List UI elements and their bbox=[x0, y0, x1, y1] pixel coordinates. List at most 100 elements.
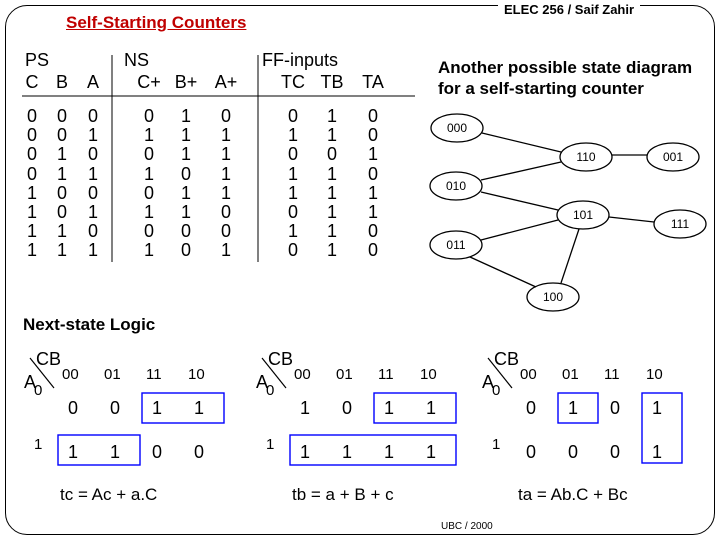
next-state-logic-label: Next-state Logic bbox=[23, 315, 156, 334]
table-cell: 0 bbox=[180, 221, 192, 242]
edge-100-101 bbox=[560, 228, 580, 284]
kmap-cell: 1 bbox=[652, 442, 663, 462]
table-cell: 1 bbox=[143, 163, 155, 184]
kmap-col-header: 01 bbox=[104, 366, 121, 383]
kmap-group-box bbox=[57, 434, 141, 466]
kmap-corner-cb: CB bbox=[36, 349, 62, 369]
table-cell: 0 bbox=[26, 144, 38, 165]
kmap-cell: 0 bbox=[194, 442, 205, 462]
table-cell: 1 bbox=[287, 163, 299, 184]
table-cell: 1 bbox=[56, 221, 68, 242]
column-header: TC bbox=[281, 72, 305, 92]
kmap-cell: 1 bbox=[342, 442, 353, 462]
table-cell: 1 bbox=[143, 125, 155, 146]
table-cell: 1 bbox=[220, 182, 232, 203]
table-cell: 1 bbox=[26, 182, 38, 203]
table-cell: 1 bbox=[287, 125, 299, 146]
kmap-cell: 1 bbox=[194, 398, 205, 418]
state-node-110 bbox=[559, 142, 613, 172]
ns-header: NS bbox=[124, 50, 150, 70]
kmap-corner-cb: CB bbox=[494, 349, 520, 369]
kmap-col-header: 11 bbox=[146, 366, 162, 383]
table-cell: 1 bbox=[220, 240, 232, 261]
table-cell: 1 bbox=[326, 125, 338, 146]
kmap-col-header: 01 bbox=[336, 366, 353, 383]
table-cell: 1 bbox=[180, 144, 192, 165]
table-cell: 1 bbox=[143, 202, 155, 222]
kmap-cell: 1 bbox=[300, 442, 311, 462]
kmap-group-box bbox=[289, 434, 457, 466]
kmap-equation: ta = Ab.C + Bc bbox=[518, 485, 628, 504]
diagram-title-line2: for a self-starting counter bbox=[438, 79, 644, 98]
table-cell: 0 bbox=[180, 163, 192, 184]
table-cell: 1 bbox=[180, 202, 192, 222]
kmap-corner-cb: CB bbox=[268, 349, 294, 369]
table-cell: 0 bbox=[26, 163, 38, 184]
table-cell: 0 bbox=[220, 221, 232, 242]
table-cell: 0 bbox=[287, 106, 299, 126]
kmap-col-header: 01 bbox=[562, 366, 579, 383]
table-cell: 1 bbox=[56, 163, 68, 184]
table-cell: 0 bbox=[367, 125, 379, 146]
kmap-group-box bbox=[557, 392, 599, 424]
kmap-group-box bbox=[641, 392, 683, 464]
table-cell: 0 bbox=[180, 240, 192, 261]
table-cell: 1 bbox=[180, 125, 192, 146]
kmap-row-label: 1 bbox=[266, 436, 275, 453]
table-cell: 1 bbox=[180, 182, 192, 203]
column-header: C+ bbox=[137, 72, 161, 92]
state-node-000 bbox=[430, 113, 484, 143]
table-cell: 0 bbox=[87, 221, 99, 242]
kmap-corner-diagonal bbox=[261, 357, 287, 389]
kmap-row-label: 1 bbox=[34, 436, 43, 453]
table-cell: 0 bbox=[220, 106, 232, 126]
table-cell: 1 bbox=[220, 163, 232, 184]
table-cell: 0 bbox=[287, 240, 299, 261]
table-cell: 0 bbox=[87, 144, 99, 165]
kmap-cell: 0 bbox=[110, 398, 121, 418]
diagram-title: Another possible state diagram for a sel… bbox=[438, 57, 692, 99]
kmap-cell: 0 bbox=[526, 442, 537, 462]
kmap-col-header: 10 bbox=[646, 366, 663, 383]
table-cell: 1 bbox=[56, 144, 68, 165]
footer-label: UBC / 2000 bbox=[441, 521, 493, 532]
table-cell: 0 bbox=[367, 106, 379, 126]
table-cell: 1 bbox=[180, 106, 192, 126]
kmap-cell: 1 bbox=[384, 398, 395, 418]
kmap-cell: 1 bbox=[568, 398, 579, 418]
ff-inputs-header: FF-inputs bbox=[262, 50, 339, 70]
table-cell: 0 bbox=[143, 221, 155, 242]
table-cell: 0 bbox=[56, 125, 68, 146]
edge-111-101 bbox=[608, 216, 655, 223]
table-cell: 0 bbox=[87, 182, 99, 203]
column-header: B+ bbox=[174, 72, 198, 92]
kmap-corner-diagonal bbox=[487, 357, 513, 389]
table-cell: 0 bbox=[143, 182, 155, 203]
state-label: 000 bbox=[447, 121, 467, 135]
table-cell: 1 bbox=[87, 240, 99, 261]
table-cell: 0 bbox=[26, 125, 38, 146]
kmap-corner-a: A bbox=[24, 372, 37, 392]
column-header: A bbox=[86, 72, 100, 92]
diagram-title-line1: Another possible state diagram bbox=[438, 58, 693, 77]
table-cell: 1 bbox=[220, 144, 232, 165]
slide-frame bbox=[5, 5, 715, 535]
table-cell: 1 bbox=[26, 202, 38, 222]
table-cell: 0 bbox=[287, 144, 299, 165]
state-label: 101 bbox=[573, 208, 593, 222]
course-label: ELEC 256 / Saif Zahir bbox=[498, 2, 641, 17]
state-node-100 bbox=[526, 282, 580, 312]
kmap-col-header: 10 bbox=[188, 366, 205, 383]
kmap-equation: tc = Ac + a.C bbox=[60, 485, 158, 504]
table-cell: 1 bbox=[367, 144, 379, 165]
kmap-cell: 0 bbox=[526, 398, 537, 418]
kmap-cell: 1 bbox=[426, 398, 437, 418]
state-label: 010 bbox=[446, 179, 466, 193]
column-header: B bbox=[55, 72, 69, 92]
table-cell: 1 bbox=[326, 182, 338, 203]
table-cell: 1 bbox=[326, 221, 338, 242]
